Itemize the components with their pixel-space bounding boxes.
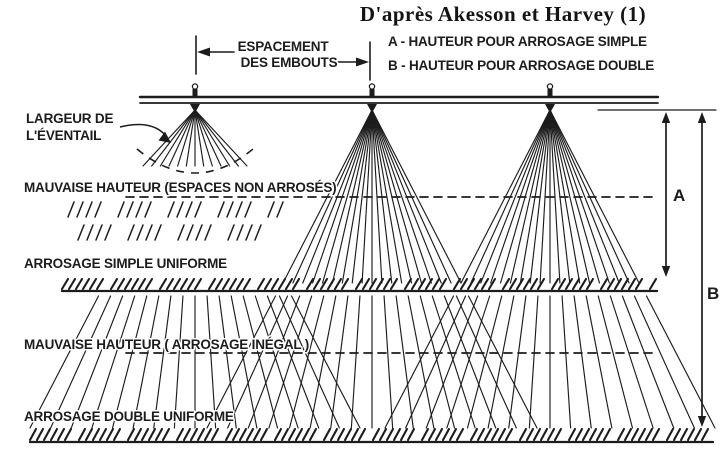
legend-a-label: A - HAUTEUR POUR ARROSAGE SIMPLE	[388, 34, 647, 49]
dimension-b-label: B	[707, 284, 719, 303]
nozzle-spacing-dimension	[195, 35, 371, 81]
fan-width-label-line2: L'ÉVENTAIL	[26, 128, 101, 143]
bad-height-double-label: MAUVAISE HAUTEUR ( ARROSAGE INÉGAL )	[24, 337, 309, 352]
patchy-spray-marks	[67, 201, 284, 241]
spacing-label-line2: DES EMBOUTS	[241, 55, 338, 70]
fan-width-pointer-arrow	[119, 123, 171, 143]
fan-width-label-line1: LARGEUR DE	[26, 111, 113, 126]
height-dimension-lines-a-b	[661, 112, 707, 427]
diagram-title: D'après Akesson et Harvey (1)	[360, 2, 646, 26]
bad-height-simple-label: MAUVAISE HAUTEUR (ESPACES NON ARROSÉS)	[24, 180, 336, 195]
spray-boom-and-nozzles	[138, 83, 717, 113]
legend-b-label: B - HAUTEUR POUR ARROSAGE DOUBLE	[388, 58, 654, 73]
lower-overlap-spray-fans	[29, 295, 716, 429]
uniform-double-label: ARROSAGE DOUBLE UNIFORME	[24, 409, 234, 424]
spacing-label-line1: ESPACEMENT	[238, 39, 330, 54]
bad-height-dashed-lines	[125, 196, 657, 354]
uniform-simple-label: ARROSAGE SIMPLE UNIFORME	[24, 256, 227, 271]
dimension-a-label: A	[673, 186, 685, 205]
ground-hatch-bands	[28, 277, 715, 444]
